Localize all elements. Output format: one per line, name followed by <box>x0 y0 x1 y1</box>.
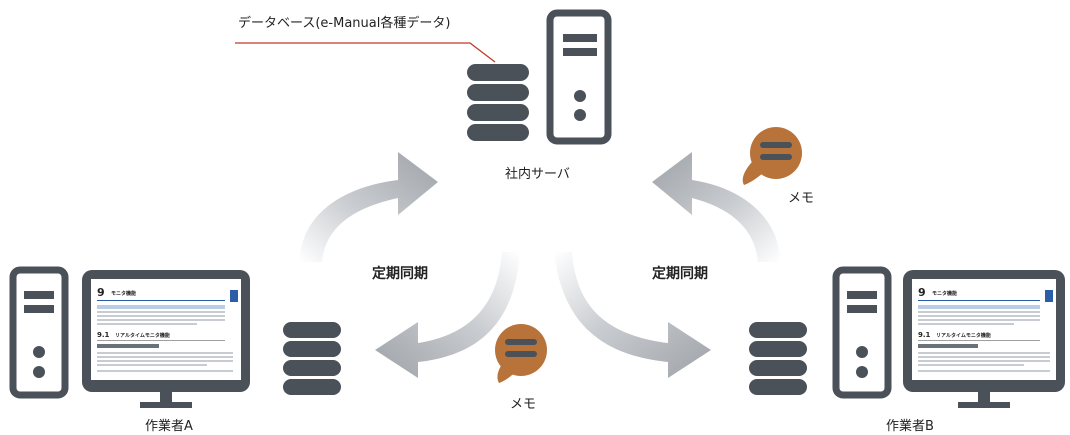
sync-arrow-up-left <box>300 152 438 262</box>
sync-arrow-down-left <box>375 252 520 378</box>
worker-a-monitor-icon: 9 モニタ機能 9.1 リアルタイムモニタ機能 <box>82 270 250 408</box>
memo-label-top: メモ <box>788 191 815 206</box>
worker-b-database-icon <box>749 322 807 395</box>
sync-arrow-down-right <box>554 252 711 378</box>
sync-arrow-up-right <box>652 152 780 262</box>
worker-a-manual-screen: 9 モニタ機能 9.1 リアルタイムモニタ機能 <box>97 286 238 372</box>
worker-a-database-icon <box>283 322 341 395</box>
svg-text:9: 9 <box>97 286 105 299</box>
svg-text:9: 9 <box>918 286 926 299</box>
server-database-icon <box>467 64 529 141</box>
sync-label-left: 定期同期 <box>372 266 428 282</box>
memo-label-bottom: メモ <box>510 397 537 412</box>
svg-text:リアルタイムモニタ機能: リアルタイムモニタ機能 <box>936 332 991 339</box>
database-annotation-label: データベース(e-Manual各種データ) <box>238 16 451 31</box>
svg-text:モニタ機能: モニタ機能 <box>111 290 136 297</box>
worker-a-label: 作業者A <box>145 419 193 434</box>
memo-bubble-icon-top <box>742 127 802 185</box>
svg-text:モニタ機能: モニタ機能 <box>932 290 957 297</box>
annotation-leader-line <box>235 42 496 63</box>
svg-text:9.1: 9.1 <box>97 331 110 339</box>
worker-b-monitor-icon: 9 モニタ機能 9.1 リアルタイムモニタ機能 <box>903 270 1065 408</box>
worker-a-tower-icon <box>9 266 69 399</box>
sync-label-right: 定期同期 <box>652 266 708 282</box>
svg-text:リアルタイムモニタ機能: リアルタイムモニタ機能 <box>115 332 170 339</box>
memo-bubble-icon-bottom <box>495 324 547 383</box>
svg-text:9.1: 9.1 <box>918 331 931 339</box>
worker-b-label: 作業者B <box>886 419 934 434</box>
server-label: 社内サーバ <box>505 167 570 182</box>
worker-b-tower-icon <box>832 266 892 399</box>
server-tower-icon <box>546 9 612 145</box>
worker-b-manual-screen: 9 モニタ機能 9.1 リアルタイムモニタ機能 <box>918 286 1053 372</box>
